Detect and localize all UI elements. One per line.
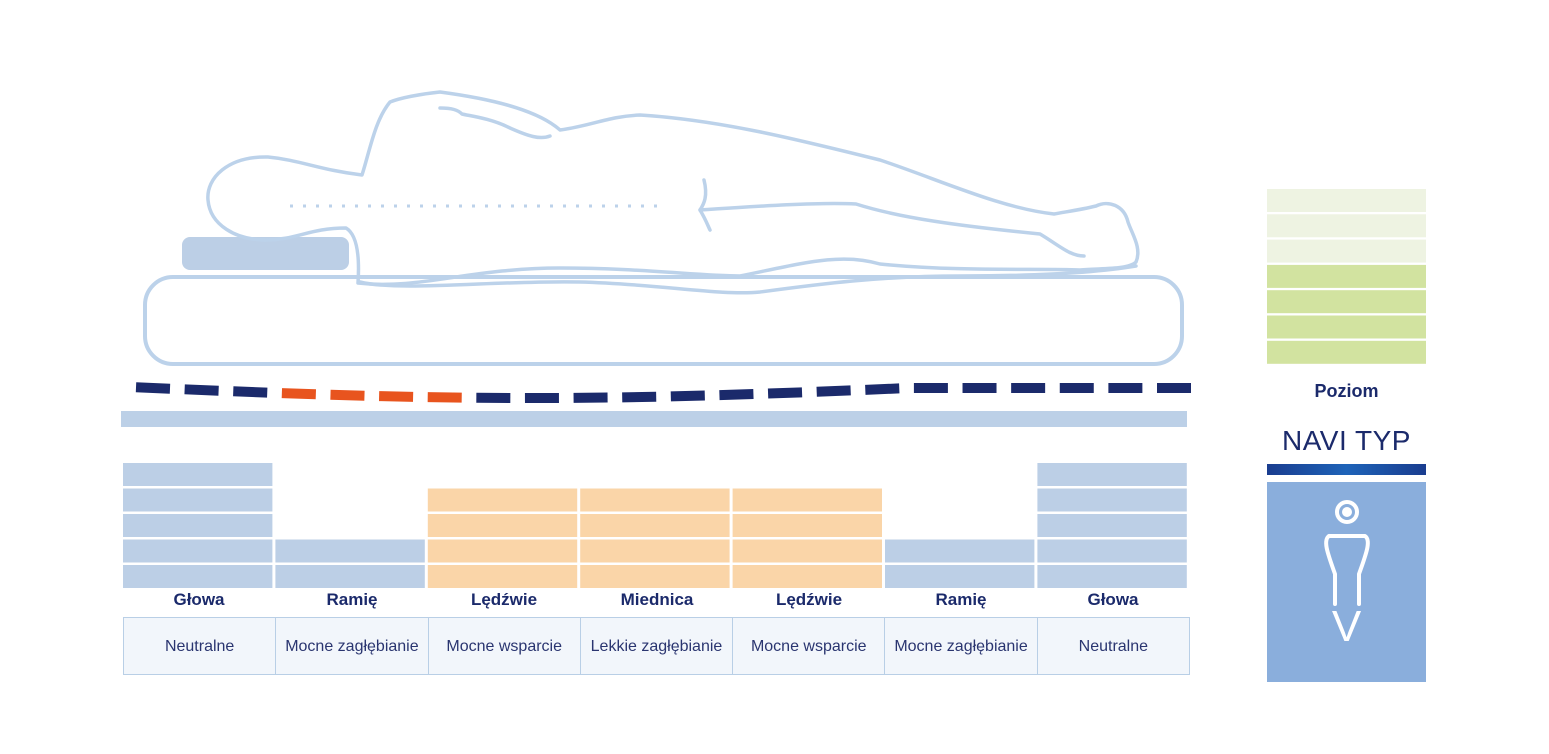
mattress bbox=[143, 275, 1184, 366]
zone-block bbox=[732, 565, 882, 588]
zone-block bbox=[1037, 565, 1187, 588]
spine-dash bbox=[378, 391, 414, 402]
level-step bbox=[1267, 214, 1426, 238]
sleeper-outline bbox=[206, 90, 1140, 295]
zone-block bbox=[427, 514, 578, 537]
navi-type-letter: V bbox=[1331, 602, 1362, 651]
zone-description: Neutralne bbox=[1078, 637, 1149, 655]
zone-block bbox=[580, 565, 730, 588]
spine-dash bbox=[184, 384, 219, 396]
zone-block bbox=[580, 514, 730, 537]
spine-dash bbox=[622, 391, 657, 403]
level-scale bbox=[1267, 189, 1426, 364]
level-step bbox=[1267, 189, 1426, 212]
zone-description: Mocne zagłębianie bbox=[276, 618, 429, 674]
zone-block bbox=[427, 488, 578, 512]
spine-dash bbox=[524, 392, 559, 404]
spine-dash bbox=[135, 382, 171, 394]
zone-block bbox=[275, 565, 425, 588]
zone-block bbox=[885, 565, 1035, 588]
level-step bbox=[1267, 264, 1426, 288]
spine-dash bbox=[670, 390, 705, 402]
zone-block bbox=[732, 488, 882, 512]
zone-block bbox=[580, 539, 730, 563]
level-step bbox=[1267, 239, 1426, 263]
base-bar bbox=[121, 411, 1187, 427]
zone-block bbox=[1037, 514, 1187, 537]
zone-description: Mocne zagłębianie bbox=[885, 618, 1038, 674]
zone-description: Lekkie zagłębianie bbox=[581, 618, 734, 674]
navi-type-bar bbox=[1267, 464, 1426, 475]
zone-block bbox=[275, 539, 425, 563]
spine-dash bbox=[330, 389, 365, 401]
spine-dash bbox=[1011, 383, 1046, 393]
spine-dashes bbox=[135, 382, 1191, 404]
zone-label-lumbar-left: Lędźwie bbox=[470, 590, 538, 609]
navi-type-title: NAVI TYP bbox=[1281, 425, 1411, 456]
zone-description: Mocne wsparcie bbox=[733, 618, 886, 674]
spine-dash bbox=[573, 392, 608, 403]
zone-block bbox=[1037, 488, 1187, 512]
zone-block bbox=[1037, 463, 1187, 486]
pillow bbox=[182, 237, 349, 270]
spine-dash bbox=[1108, 383, 1143, 393]
zone-description: Neutralne bbox=[124, 618, 277, 674]
zone-description: Mocne wsparcie bbox=[429, 618, 581, 674]
zone-block bbox=[123, 565, 273, 588]
zone-block bbox=[732, 539, 882, 563]
navi-type-panel: V bbox=[1267, 482, 1426, 682]
zone-blocks bbox=[123, 463, 1187, 588]
zone-label-shoulder-right: Ramię bbox=[935, 590, 987, 609]
spine-dash bbox=[233, 386, 268, 398]
level-step bbox=[1267, 315, 1426, 339]
spine-dash bbox=[719, 389, 754, 401]
zone-label-shoulder-left: Ramię bbox=[326, 590, 378, 609]
zone-description-table: Neutralne Mocne zagłębianie Mocne wsparc… bbox=[123, 617, 1190, 675]
zone-label-head-right: Głowa bbox=[1087, 590, 1139, 609]
zone-block bbox=[123, 488, 273, 512]
zone-block bbox=[427, 565, 578, 588]
zone-label-pelvis: Miednica bbox=[620, 590, 694, 609]
zone-block bbox=[123, 463, 273, 486]
zone-block bbox=[732, 514, 882, 537]
spine-dash bbox=[767, 387, 803, 399]
level-label: Poziom bbox=[1314, 381, 1379, 401]
spine-dash bbox=[913, 383, 948, 393]
level-step bbox=[1267, 340, 1426, 364]
spine-dash bbox=[816, 385, 851, 397]
spine-dash bbox=[962, 383, 997, 393]
spine-dash bbox=[1059, 383, 1094, 393]
zone-block bbox=[427, 539, 578, 563]
zone-block bbox=[885, 539, 1035, 563]
spine-dash bbox=[476, 392, 511, 403]
spine-dash bbox=[427, 392, 462, 403]
spine-dash bbox=[865, 383, 900, 395]
zone-block bbox=[580, 488, 730, 512]
zone-block bbox=[123, 514, 273, 537]
person-v-icon bbox=[1324, 500, 1370, 606]
spine-dash bbox=[281, 388, 317, 400]
zone-label-head-left: Głowa bbox=[173, 590, 225, 609]
zone-block bbox=[123, 539, 273, 563]
spine-dash bbox=[1157, 383, 1191, 393]
zone-label-lumbar-right: Lędźwie bbox=[775, 590, 843, 609]
level-step bbox=[1267, 290, 1426, 314]
zone-block bbox=[1037, 539, 1187, 563]
